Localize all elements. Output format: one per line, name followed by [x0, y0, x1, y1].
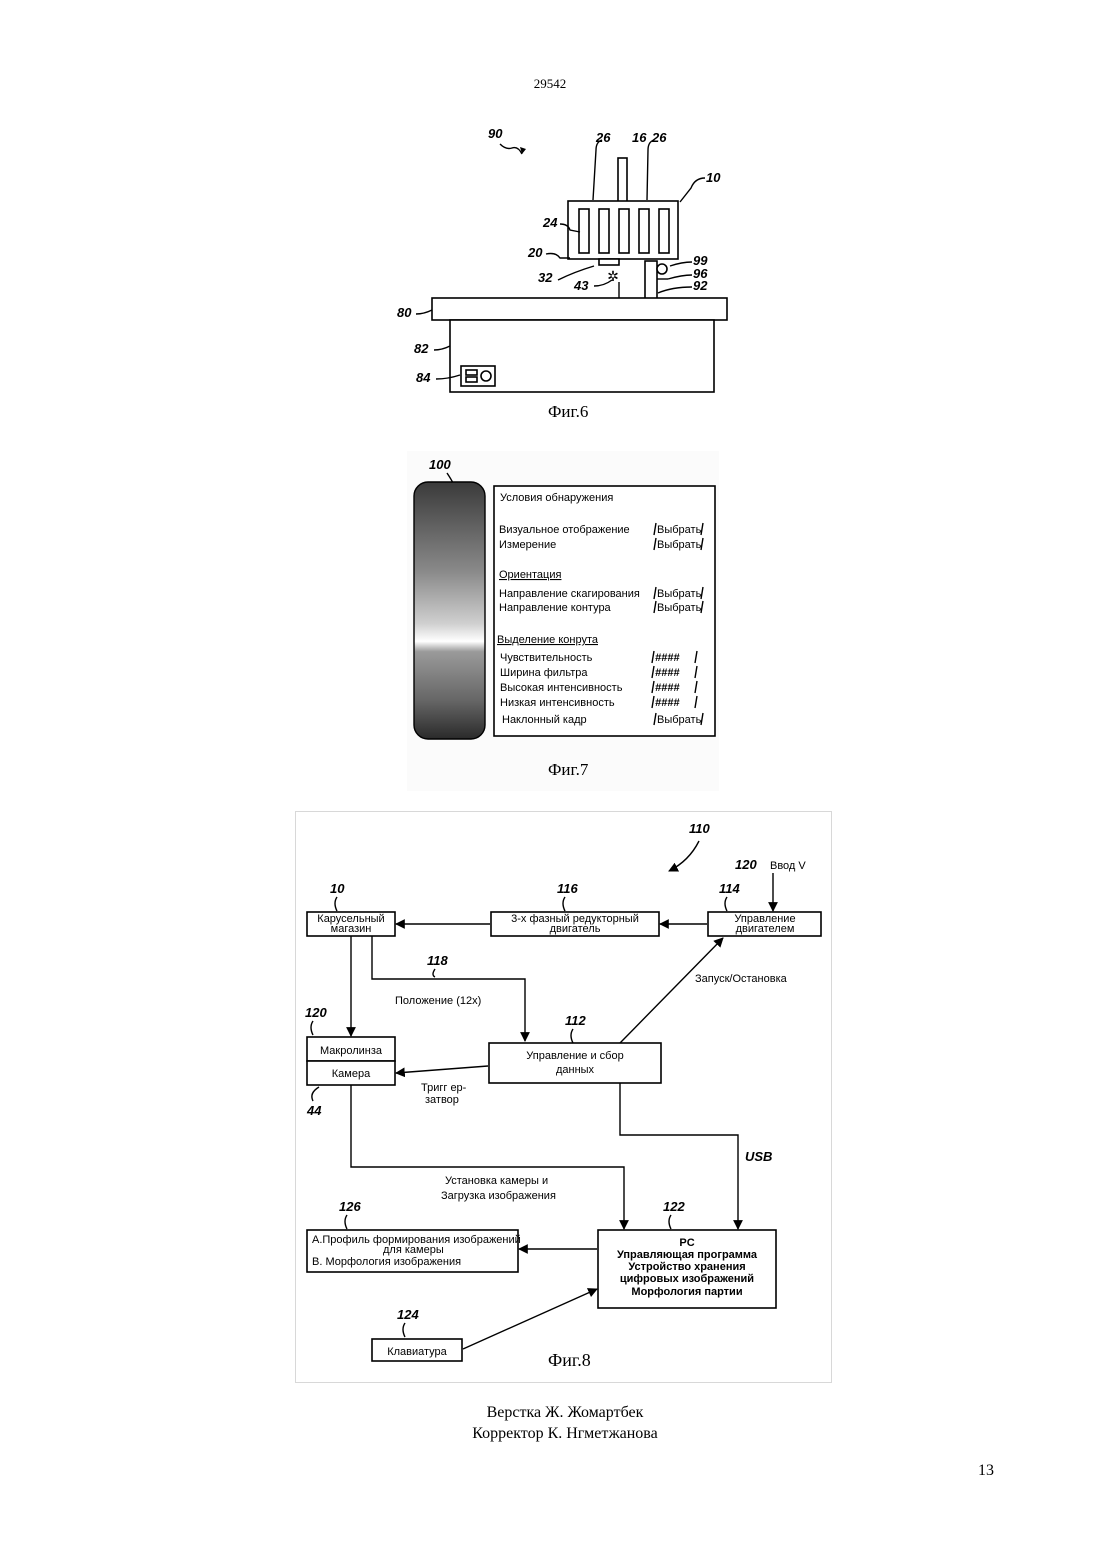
ref-118: 118 [427, 953, 448, 968]
ref-116: 116 [557, 881, 578, 896]
trigger-label: Тригг ер- [421, 1082, 467, 1094]
ref-90: 90 [488, 126, 503, 141]
control-label: данных [556, 1064, 595, 1076]
slot [599, 209, 609, 253]
row-label: Низкая интенсивность [500, 697, 615, 709]
panel-display [466, 377, 477, 382]
panel-display [466, 370, 477, 375]
rod-16 [618, 158, 627, 202]
pc-line: PC [679, 1237, 694, 1249]
ref-126: 126 [339, 1199, 361, 1214]
row-label: Высокая интенсивность [500, 682, 623, 694]
panel-title: Условия обнаружения [500, 492, 613, 504]
camera-label: Камера [332, 1068, 371, 1080]
panel-knob [481, 371, 491, 381]
figure-7-drawing: 100 Условия обнаружения Визуальное отобр… [407, 451, 719, 751]
camera-setup-label: Загрузка изображения [441, 1190, 556, 1202]
gear-mount [599, 259, 619, 265]
control-label: Управление и сбор [526, 1050, 623, 1062]
trigger-label: затвор [425, 1094, 459, 1106]
page-code: 29542 [0, 76, 1100, 92]
row-value[interactable]: Выбрать [657, 602, 702, 614]
row-value[interactable]: Выбрать [657, 524, 702, 536]
profile-line: для камеры [383, 1244, 444, 1256]
ref-16: 16 [632, 130, 647, 145]
row-value[interactable]: #### [655, 682, 680, 694]
figure-8-diagram: 110 120 Ввод V 10 116 114 Карусельный ма… [295, 811, 830, 1381]
corrector-credit: Корректор К. Нгметжанова [0, 1423, 1100, 1444]
row-label: Наклонный кадр [502, 714, 587, 726]
row-label: Визуальное отображение [499, 524, 630, 536]
ref-32: 32 [538, 270, 553, 285]
input-label: Ввод V [770, 860, 806, 872]
ref-92: 92 [693, 278, 708, 293]
row-label: Измерение [499, 539, 556, 551]
ref-110: 110 [689, 821, 710, 836]
macro-lens-label: Макролинза [320, 1045, 383, 1057]
row-value[interactable]: #### [655, 652, 680, 664]
ref-80: 80 [397, 305, 412, 320]
pc-line: Управляющая программа [617, 1249, 758, 1261]
ref-122: 122 [663, 1199, 685, 1214]
credits: Верстка Ж. Жомартбек Корректор К. Нгметж… [0, 1402, 1100, 1444]
ref-120: 120 [305, 1005, 327, 1020]
row-value[interactable]: Выбрать [657, 588, 702, 600]
ref-84: 84 [416, 370, 431, 385]
figure-6-drawing: 90 26 16 26 10 24 20 ✲ 32 43 99 96 92 80… [388, 120, 738, 410]
ref-43: 43 [573, 278, 589, 293]
ref-10: 10 [706, 170, 721, 185]
camera-setup-label: Установка камеры и [445, 1175, 548, 1187]
ref-100: 100 [429, 457, 451, 472]
sensor-body [645, 261, 657, 299]
ref-26-left: 26 [595, 130, 611, 145]
row-label: Направление скагирования [499, 588, 640, 600]
profile-line: B. Морфология изображения [312, 1256, 461, 1268]
position-label: Положение (12x) [395, 995, 481, 1007]
page-number: 13 [978, 1462, 994, 1480]
figure-8-caption: Фиг.8 [548, 1350, 591, 1371]
pc-line: Устройство хранения [628, 1261, 745, 1273]
pc-line: Морфология партии [631, 1286, 742, 1298]
ref-82: 82 [414, 341, 429, 356]
slot [619, 209, 629, 253]
ref-10: 10 [330, 881, 345, 896]
section-edge: Выделение конрута [497, 634, 599, 646]
row-value[interactable]: Выбрать [657, 714, 702, 726]
row-value[interactable]: #### [655, 697, 680, 709]
sensor-lens [657, 264, 667, 274]
row-value[interactable]: #### [655, 667, 680, 679]
ref-20: 20 [527, 245, 543, 260]
keyboard-label: Клавиатура [387, 1346, 447, 1358]
figure-7-caption: Фиг.7 [548, 760, 588, 780]
row-label: Направление контура [499, 602, 612, 614]
ref-120-input: 120 [735, 857, 757, 872]
figure-6-caption: Фиг.6 [548, 402, 588, 422]
control-box [489, 1043, 661, 1083]
carousel-label: магазин [331, 923, 372, 935]
platform-80 [432, 298, 727, 320]
ref-112: 112 [565, 1013, 586, 1028]
pc-line: цифровых изображений [620, 1273, 754, 1285]
ref-124: 124 [397, 1307, 419, 1322]
slot [639, 209, 649, 253]
motor-label: двигатель [550, 923, 601, 935]
slot [579, 209, 589, 253]
slot [659, 209, 669, 253]
start-stop-label: Запуск/Остановка [695, 973, 788, 985]
section-orientation: Ориентация [499, 569, 561, 581]
row-label: Ширина фильтра [500, 667, 588, 679]
ref-26-right: 26 [651, 130, 667, 145]
ref-24: 24 [542, 215, 558, 230]
motor-control-label: двигателем [736, 923, 795, 935]
ref-114: 114 [719, 881, 740, 896]
row-label: Чувствительность [500, 652, 593, 664]
usb-label: USB [745, 1149, 772, 1164]
ref-44: 44 [306, 1103, 322, 1118]
layout-credit: Верстка Ж. Жомартбек [0, 1402, 1100, 1423]
image-strip [414, 482, 485, 739]
row-value[interactable]: Выбрать [657, 539, 702, 551]
